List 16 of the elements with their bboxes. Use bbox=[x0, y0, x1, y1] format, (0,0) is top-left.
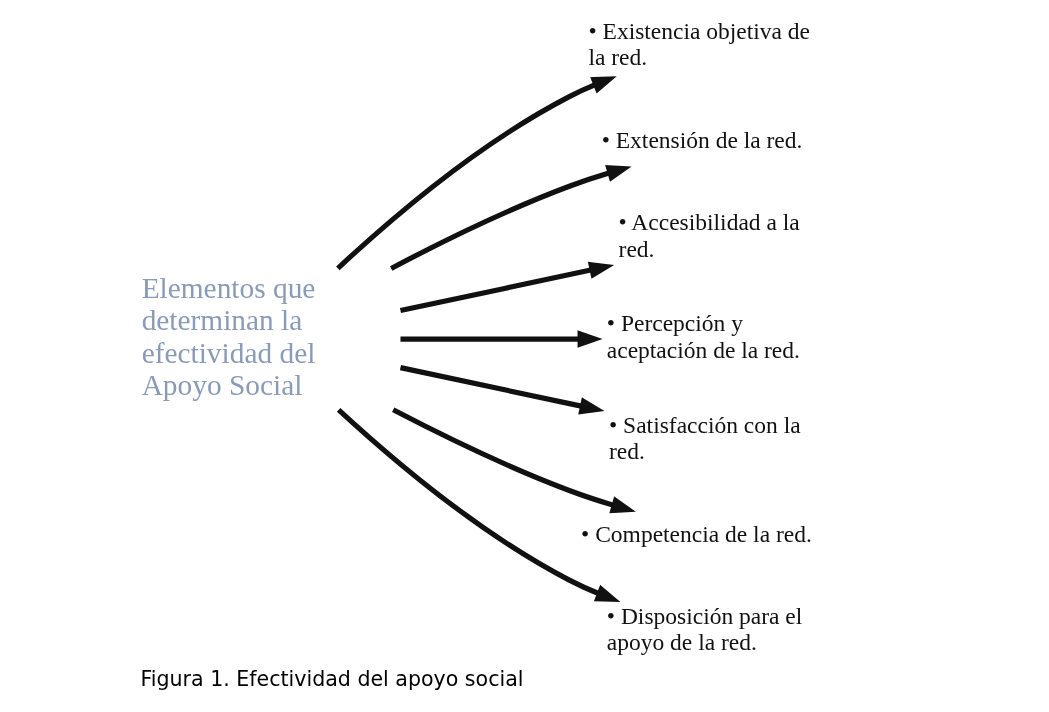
arrow bbox=[390, 165, 632, 271]
node-text: Elementos que determinan la efectividad del Apoyo Social bbox=[141, 271, 316, 401]
node-text: • Satisfacción con la red. bbox=[609, 411, 801, 465]
caption: Figura 1. Efectividad del apoyo social bbox=[140, 667, 524, 692]
arrow bbox=[336, 76, 617, 271]
arrow bbox=[336, 407, 621, 602]
arrow bbox=[400, 330, 603, 348]
node-text: • Extensión de la red. bbox=[601, 126, 803, 153]
arrow bbox=[399, 365, 605, 415]
node-text: • Percepción y aceptación de la red. bbox=[606, 310, 800, 363]
node-text: • Disposición para el apoyo de la red. bbox=[606, 602, 803, 656]
node-text: • Competencia de la red. bbox=[581, 520, 812, 547]
arrow bbox=[399, 261, 615, 314]
node-text: • Accesibilidad a la red. bbox=[618, 209, 800, 262]
node-text: • Existencia objetiva de la red. bbox=[588, 17, 811, 71]
arrow bbox=[392, 407, 636, 514]
